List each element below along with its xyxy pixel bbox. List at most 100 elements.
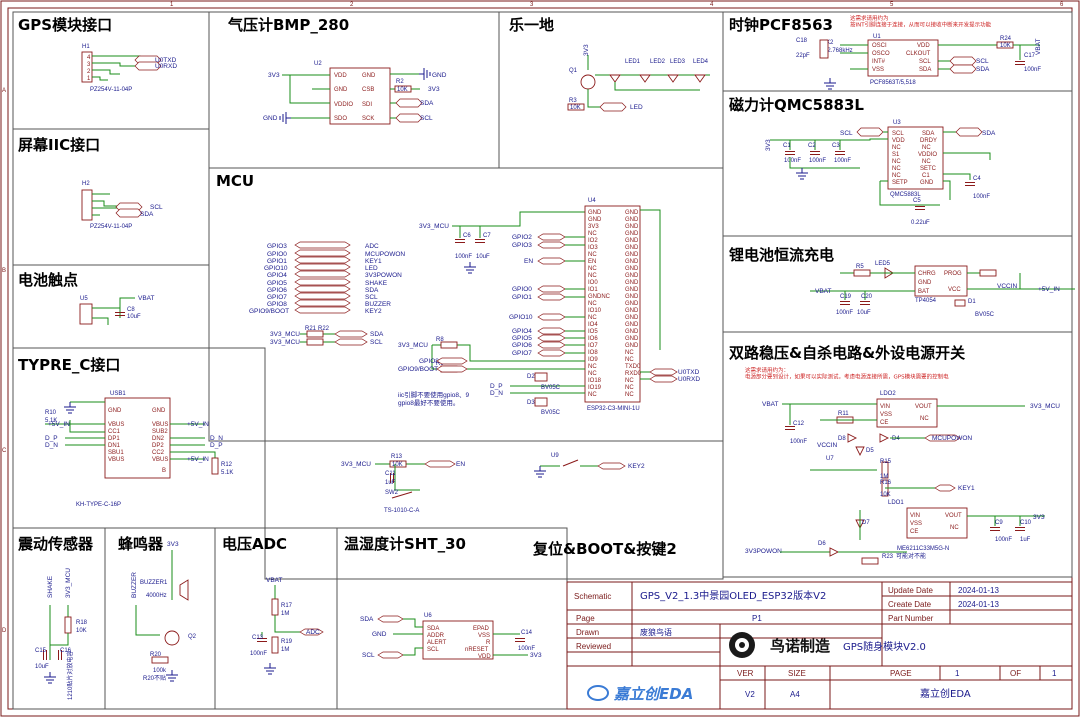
sht-net-gnd: GND xyxy=(372,631,387,638)
svg-text:DRDY: DRDY xyxy=(920,138,937,144)
led-net-led: LED xyxy=(630,104,643,111)
r22-ref: R22 xyxy=(318,326,330,332)
u4-pin-left: 3V3 xyxy=(588,224,599,230)
grid-col-2: 2 xyxy=(350,2,354,8)
pwr-net-key1: KEY1 xyxy=(958,485,975,492)
u6-pin-scl: SCL xyxy=(427,647,439,653)
svg-text:GND: GND xyxy=(108,408,122,414)
svg-text:NC: NC xyxy=(892,159,901,165)
tb-of-num: 1 xyxy=(1052,669,1057,678)
led4-ref: LED4 xyxy=(693,59,709,65)
r3-value: 10K xyxy=(570,105,581,111)
chg-net-vbat: VBAT xyxy=(815,288,832,295)
c19-value: 100nF xyxy=(836,310,853,316)
r15-value: 1M xyxy=(880,474,888,480)
sht-net-sda: SDA xyxy=(360,616,374,623)
reset-net-key2: KEY2 xyxy=(628,463,645,470)
chg-pin-prog: PROG xyxy=(944,271,962,277)
h2-model: PZ254V-11-04P xyxy=(90,224,132,230)
mcu-net-en: EN xyxy=(524,258,533,265)
svg-text:SDA: SDA xyxy=(365,287,379,294)
tb-create-value: 2024-01-13 xyxy=(958,600,999,609)
u4-pin-right: GND xyxy=(625,224,639,230)
u4-pin-left: NC xyxy=(588,301,597,307)
u2-pin-vdd: VDD xyxy=(334,73,347,79)
u4-pin-right: NC xyxy=(625,392,634,398)
mcu-net-gpio3: GPIO3 xyxy=(512,242,532,249)
c2-ref: C2 xyxy=(808,143,816,149)
svg-text:GPIO5: GPIO5 xyxy=(267,280,287,287)
c8-ref: C8 xyxy=(127,307,135,313)
q2-ref: Q2 xyxy=(188,634,197,640)
u2-ref: U2 xyxy=(314,61,322,67)
u6-pin-sda: SDA xyxy=(427,626,439,632)
u1-pin-osci: OSCI xyxy=(872,43,887,49)
u4-pin-right: GND xyxy=(625,252,639,258)
mcu-map-row: GPIO9/BOOT KEY2 xyxy=(249,306,382,315)
mcu-net-gpio7: GPIO7 xyxy=(512,350,532,357)
tb-brand: 鸟诺制造 xyxy=(770,637,830,655)
u4-pin-left: IO0 xyxy=(588,280,598,286)
u4-pin-right: GND xyxy=(625,294,639,300)
led-indicators: LED1 LED2 LED3 LED4 xyxy=(609,59,709,83)
grid-row-c: C xyxy=(2,448,7,454)
c20-ref: C20 xyxy=(861,294,873,300)
u1-pin-int: INT# xyxy=(872,59,886,65)
c17-ref: C17 xyxy=(1024,53,1036,59)
tb-eda-name: 嘉立创EDA xyxy=(920,687,971,700)
title-pcf: 时钟PCF8563 xyxy=(729,16,833,34)
r21-ref: R21 xyxy=(305,326,317,332)
tb-schematic-value: GPS_V2_1.3中景园OLED_ESP32版本V2 xyxy=(640,589,826,602)
title-battery: 电池触点 xyxy=(18,271,78,289)
u2-pin-vddio: VDDIO xyxy=(334,102,353,108)
pcf-note: 这需求请用约为按INT引脚连接于连接，从而可以接收中断来开发提示功能 xyxy=(850,14,992,29)
usb1-model: KH-TYPE-C-16P xyxy=(76,502,121,508)
u2-pin-gnd-r: GND xyxy=(362,73,376,79)
title-led: 乐一地 xyxy=(509,16,554,34)
svg-text:GPIO6: GPIO6 xyxy=(267,287,287,294)
mcu-net-dp: D_P xyxy=(490,383,503,390)
d4-ref: D4 xyxy=(892,436,900,442)
r2-ref: R2 xyxy=(396,79,404,85)
r19-ref: R19 xyxy=(281,639,293,645)
u4-pin-right: GND xyxy=(625,329,639,335)
x2-ref: X2 xyxy=(826,40,834,46)
usb1-ref: USB1 xyxy=(110,391,126,397)
u4-pin-right: GND xyxy=(625,301,639,307)
h2-ref: H2 xyxy=(82,181,90,187)
u4-pin-right: NC xyxy=(625,385,634,391)
pwr-net-3v3mcu: 3V3_MCU xyxy=(1030,403,1060,410)
mcu-iic-3v3-b: 3V3_MCU xyxy=(270,339,300,346)
u1-pin-scl: SCL xyxy=(919,59,931,65)
u8-model: TP4054 xyxy=(915,298,937,304)
adc-net-vbat: VBAT xyxy=(266,577,283,584)
u2-pin-sdo: SDO xyxy=(334,116,347,122)
mcu-net-gpio9boot: GPIO9/BOOT xyxy=(398,366,438,373)
h2-net-sda: SDA xyxy=(140,211,154,218)
tb-ver-label: VER xyxy=(737,669,754,678)
svg-text:B: B xyxy=(162,468,166,474)
u4-pin-left: NC xyxy=(588,266,597,272)
bmp-net-scl: SCL xyxy=(420,115,433,122)
chg-pin-bat: BAT xyxy=(918,289,930,295)
title-bmp: 气压计BMP_280 xyxy=(227,16,349,34)
chg-net-vccin: VCCIN xyxy=(997,283,1018,290)
u4-pin-left: NC xyxy=(588,315,597,321)
r11-ref: R11 xyxy=(838,411,849,417)
svg-text:ADC: ADC xyxy=(365,243,379,250)
u4-model: ESP32-C3-MINI-1U xyxy=(587,406,640,412)
svg-text:NC: NC xyxy=(892,173,901,179)
u6-pin-r: R xyxy=(486,640,491,646)
svg-text:1: 1 xyxy=(87,76,91,82)
tb-part-label: Part Number xyxy=(888,614,934,623)
r18-value: 10K xyxy=(76,628,87,634)
c18-ref: C18 xyxy=(796,38,808,44)
usb-net-5vin-left: +5V_IN xyxy=(48,421,70,428)
c13-value: 100nF xyxy=(250,651,267,657)
r12-value: 5.1K xyxy=(221,470,233,476)
adc-net: ADC xyxy=(306,629,320,636)
u4-pin-right: GND xyxy=(625,315,639,321)
u2-pin-sdi: SDI xyxy=(362,102,372,108)
tb-drawn-label: Drawn xyxy=(576,628,599,637)
